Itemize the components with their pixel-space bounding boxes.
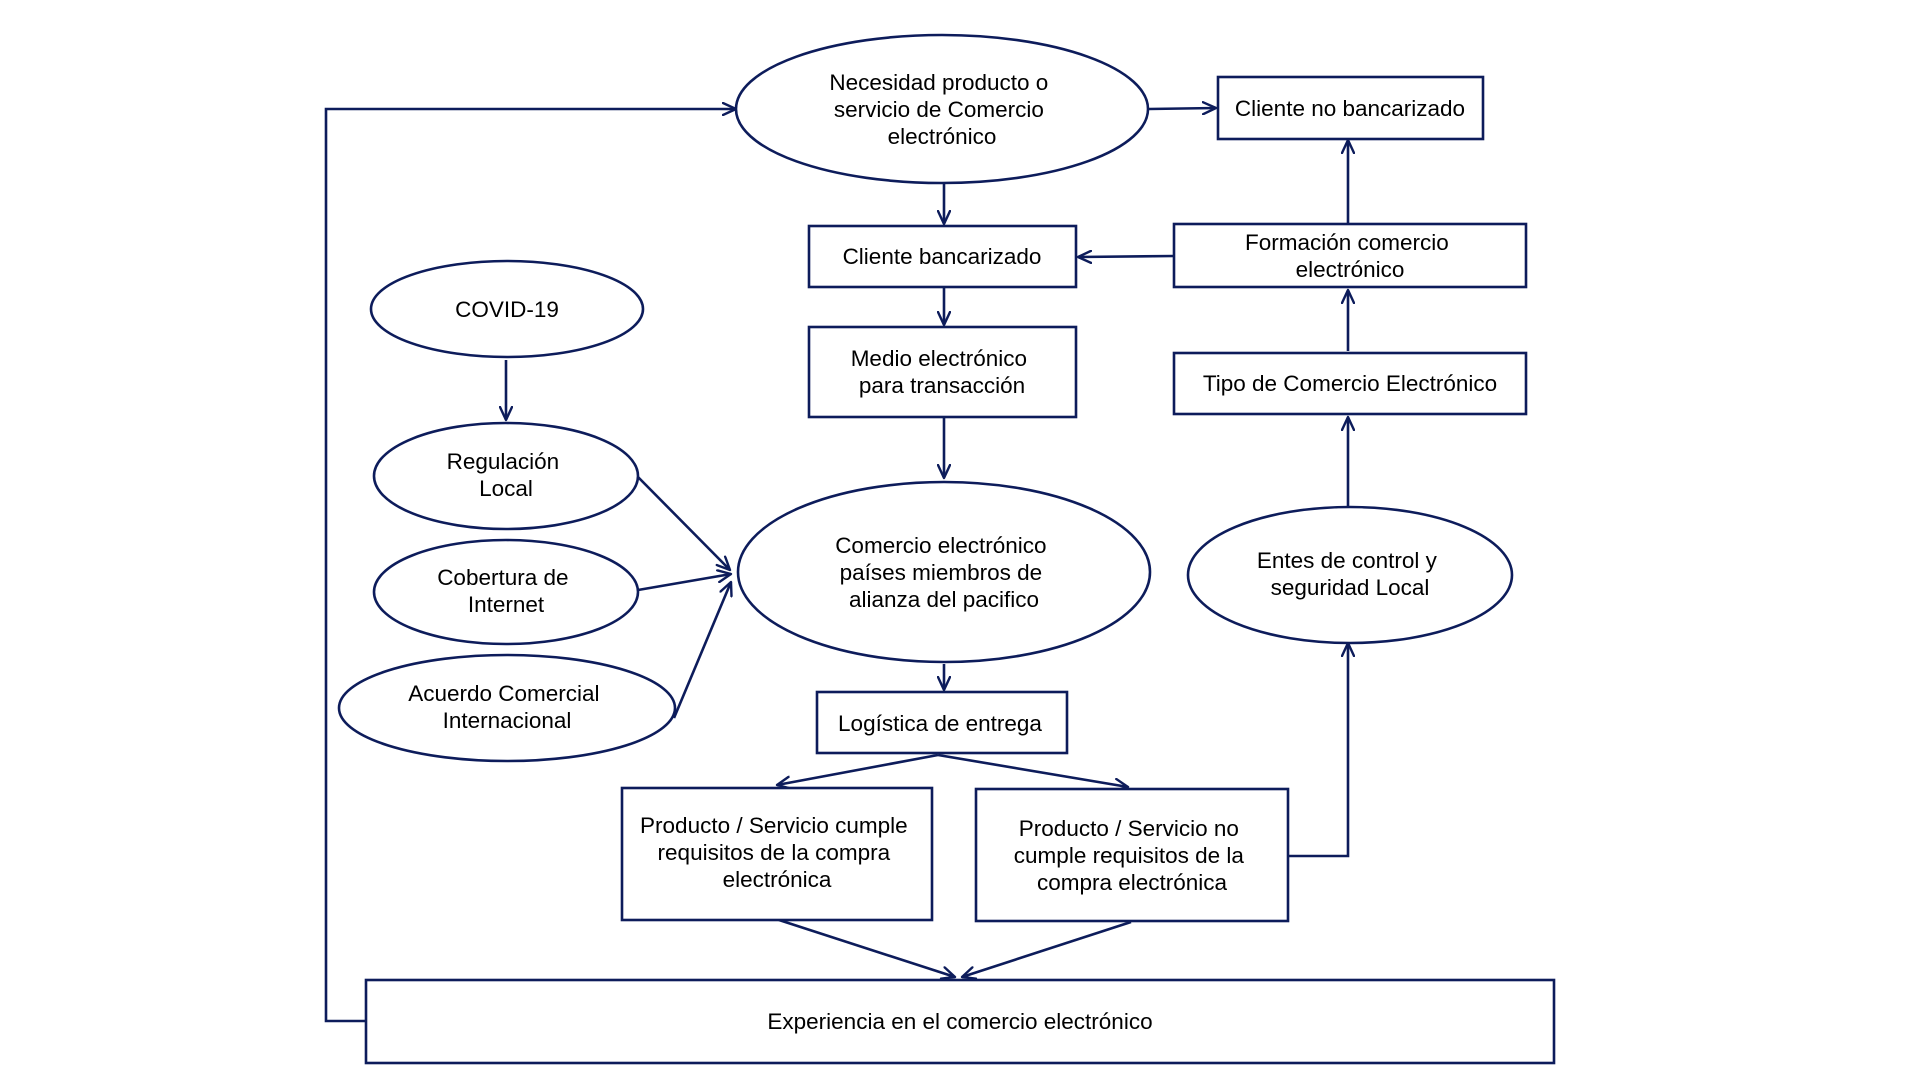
arrow-regulacion-to-comercio — [636, 475, 730, 570]
node-cobertura-shape — [372, 538, 640, 646]
node-experiencia-line: Experiencia en el comercio electrónico — [767, 1009, 1152, 1034]
node-medio-shape — [807, 325, 1078, 419]
node-medio-line: Medio electrónico — [851, 346, 1027, 371]
svg-text:Cliente no bancarizado: Cliente no bancarizado — [1235, 96, 1465, 121]
svg-text:Experiencia en el comercio ele: Experiencia en el comercio electrónico — [767, 1009, 1152, 1034]
arrow-no-cumple-to-entes — [1288, 643, 1348, 858]
svg-text:Necesidad producto o s: Necesidad producto o servicio de Comerci… — [829, 70, 1054, 149]
node-formacion-line: Formación comercio — [1245, 230, 1449, 255]
arrow-experiencia-to-necesidad — [324, 109, 736, 1023]
svg-text:Acuerdo Comercial Inte: Acuerdo Comercial Internacional — [408, 681, 606, 733]
arrow-acuerdo-to-comercio — [672, 582, 731, 719]
node-covid: COVID-19 — [369, 259, 645, 359]
node-entes-shape — [1186, 505, 1514, 645]
node-regulacion-line: Regulación — [447, 449, 560, 474]
node-entes-line: Entes de control y — [1257, 548, 1438, 573]
node-medio-line: para transacción — [859, 373, 1025, 398]
node-medio: Medio electrónico para transacción — [807, 325, 1078, 419]
node-regulacion: Regulación Local — [372, 421, 640, 531]
node-regulacion-shape — [372, 421, 640, 531]
node-necesidad-line: servicio de Comercio — [834, 97, 1044, 122]
node-necesidad: Necesidad producto o servicio de Comerci… — [734, 33, 1150, 185]
node-no-cumple-line: compra electrónica — [1037, 870, 1228, 895]
node-logistica: Logística de entrega — [815, 690, 1069, 755]
node-cumple-line: electrónica — [723, 867, 832, 892]
node-logistica-shape — [815, 690, 1069, 755]
node-cumple: Producto / Servicio cumple requisitos de… — [620, 786, 934, 922]
node-comercio-line: Comercio electrónico — [835, 533, 1046, 558]
node-entes: Entes de control y seguridad Local — [1186, 505, 1514, 645]
arrow-no-cumple-to-experiencia — [962, 920, 1132, 977]
node-experiencia-shape — [364, 978, 1556, 1065]
node-acuerdo-shape — [337, 653, 677, 763]
node-no-cumple-shape — [974, 787, 1290, 923]
node-tipo-shape — [1172, 351, 1528, 416]
node-cumple-shape — [620, 786, 934, 922]
node-acuerdo-line: Acuerdo Comercial — [408, 681, 599, 706]
svg-text:Producto / Servicio no: Producto / Servicio no cumple requisitos… — [1014, 816, 1250, 895]
node-cliente-no-bancarizado-line: Cliente no bancarizado — [1235, 96, 1465, 121]
node-formacion-line: electrónico — [1296, 257, 1405, 282]
node-acuerdo: Acuerdo Comercial Internacional — [337, 653, 677, 763]
node-cliente-bancarizado: Cliente bancarizado — [807, 224, 1078, 289]
node-formacion: Formación comercio electrónico — [1172, 222, 1528, 289]
node-necesidad-line: Necesidad producto o — [829, 70, 1048, 95]
node-covid-line: COVID-19 — [455, 297, 559, 322]
node-comercio-line: alianza del pacifico — [849, 587, 1039, 612]
node-cumple-line: requisitos de la compra — [658, 840, 891, 865]
svg-text:Tipo de Comercio Electrónico: Tipo de Comercio Electrónico — [1203, 371, 1497, 396]
connectors — [324, 108, 1348, 1023]
svg-text:Comercio electrónico p: Comercio electrónico países miembros de … — [835, 533, 1053, 612]
node-cliente-bancarizado-shape — [807, 224, 1078, 289]
node-cliente-no-bancarizado: Cliente no bancarizado — [1216, 75, 1485, 141]
node-comercio-shape — [736, 480, 1152, 664]
node-comercio: Comercio electrónico países miembros de … — [736, 480, 1152, 664]
svg-text:Cliente bancarizado: Cliente bancarizado — [843, 244, 1042, 269]
node-covid-shape — [369, 259, 645, 359]
node-no-cumple: Producto / Servicio no cumple requisitos… — [974, 787, 1290, 923]
node-cobertura-line: Internet — [468, 592, 545, 617]
arrow-formacion-to-cliente-bancarizado — [1078, 256, 1175, 257]
node-necesidad-shape — [734, 33, 1150, 185]
node-cobertura-line: Cobertura de — [437, 565, 568, 590]
svg-text:Cobertura de Internet: Cobertura de Internet — [437, 565, 575, 617]
node-entes-line: seguridad Local — [1271, 575, 1430, 600]
node-tipo-line: Tipo de Comercio Electrónico — [1203, 371, 1497, 396]
node-comercio-line: países miembros de — [840, 560, 1043, 585]
arrow-necesidad-to-cliente-no-bancarizado — [1148, 108, 1216, 109]
svg-text:Producto / Servicio cumple: Producto / Servicio cumple requisitos de… — [640, 813, 914, 892]
arrow-logistica-to-no-cumple — [937, 753, 1128, 787]
node-cliente-no-bancarizado-shape — [1216, 75, 1485, 141]
node-no-cumple-line: Producto / Servicio no — [1019, 816, 1239, 841]
node-logistica-line: Logística de entrega — [838, 711, 1042, 736]
svg-text:COVID-19: COVID-19 — [455, 297, 559, 322]
node-no-cumple-line: cumple requisitos de la — [1014, 843, 1245, 868]
arrow-cumple-to-experiencia — [778, 918, 955, 977]
svg-text:Medio electrónico para: Medio electrónico para transacción — [851, 346, 1034, 398]
node-formacion-shape — [1172, 222, 1528, 289]
svg-text:Logística de entrega: Logística de entrega — [838, 711, 1042, 736]
node-experiencia: Experiencia en el comercio electrónico — [364, 978, 1556, 1065]
arrow-cobertura-to-comercio — [637, 574, 731, 592]
node-regulacion-line: Local — [479, 476, 533, 501]
svg-text:Formación comercio ele: Formación comercio electrónico — [1245, 230, 1455, 282]
node-cliente-bancarizado-line: Cliente bancarizado — [843, 244, 1042, 269]
node-cobertura: Cobertura de Internet — [372, 538, 640, 646]
arrow-logistica-to-cumple — [777, 753, 939, 785]
node-tipo: Tipo de Comercio Electrónico — [1172, 351, 1528, 416]
node-necesidad-line: electrónico — [888, 124, 997, 149]
node-acuerdo-line: Internacional — [443, 708, 572, 733]
svg-text:Entes de control y seg: Entes de control y seguridad Local — [1257, 548, 1443, 600]
node-cumple-line: Producto / Servicio cumple — [640, 813, 908, 838]
svg-text:Regulación Local: Regulación Local — [447, 449, 566, 501]
